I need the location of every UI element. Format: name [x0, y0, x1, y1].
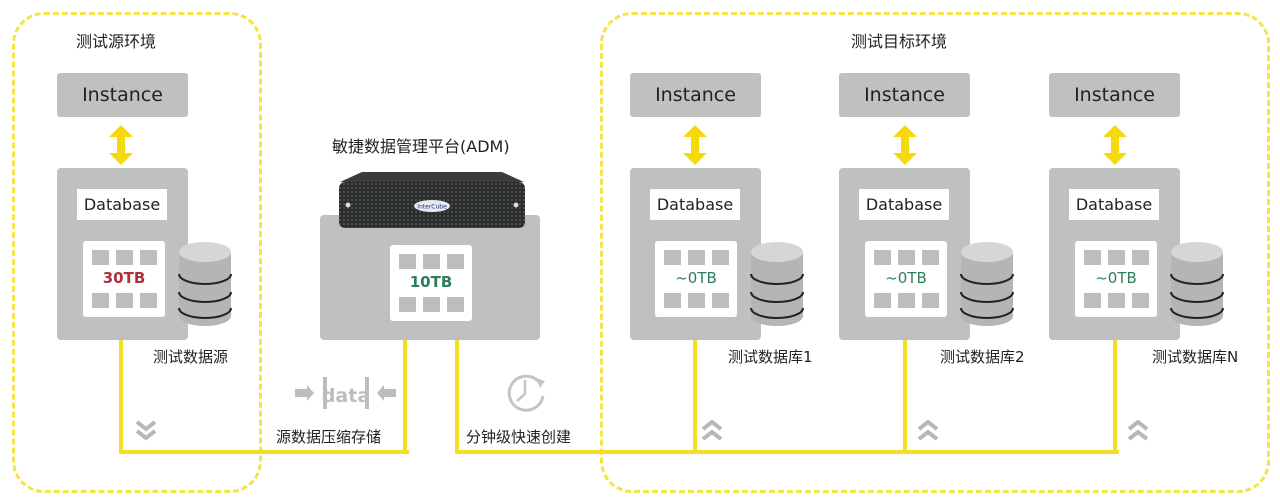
double-chevron-up-icon	[1127, 420, 1149, 441]
bidirectional-arrow-icon	[893, 125, 917, 165]
target-storage-grid-n: ~0TB	[1075, 241, 1157, 317]
target-caption-1: 测试数据库1	[728, 348, 813, 366]
target-link-n	[1113, 340, 1117, 454]
bidirectional-arrow-icon	[1103, 125, 1127, 165]
source-link-down	[119, 340, 123, 454]
database-label: Database	[859, 189, 949, 220]
data-icon-text: data	[322, 385, 370, 407]
double-chevron-up-icon	[917, 420, 939, 441]
double-chevron-down-icon	[135, 420, 157, 441]
target-storage-grid-2: ~0TB	[865, 241, 947, 317]
target-caption-2: 测试数据库2	[940, 348, 1025, 366]
data-compress-icon: data	[295, 377, 396, 409]
database-cylinder-icon	[750, 242, 804, 326]
target-instance-n: Instance	[1049, 73, 1180, 117]
target-instance-2: Instance	[839, 73, 970, 117]
double-chevron-up-icon	[701, 420, 723, 441]
database-cylinder-icon	[1170, 242, 1224, 326]
server-appliance-icon: InterCube	[339, 172, 525, 228]
database-cylinder-icon	[960, 242, 1014, 326]
target-size-value: ~0TB	[1095, 269, 1137, 287]
database-label: Database	[77, 189, 167, 220]
target-environment-title: 测试目标环境	[851, 32, 948, 51]
source-instance: Instance	[57, 73, 188, 117]
adm-link-out	[455, 340, 459, 454]
source-link-horizontal	[119, 450, 409, 454]
database-label: Database	[1069, 189, 1159, 220]
adm-title: 敏捷数据管理平台(ADM)	[332, 137, 510, 156]
database-cylinder-icon	[178, 242, 232, 326]
target-instance-1: Instance	[630, 73, 761, 117]
clock-refresh-icon	[507, 374, 545, 412]
source-size-value: 30TB	[102, 269, 146, 287]
instance-label: Instance	[655, 84, 736, 106]
target-link-2	[903, 340, 907, 454]
source-caption: 测试数据源	[153, 348, 229, 366]
target-size-value: ~0TB	[675, 269, 717, 287]
target-environment	[600, 12, 1270, 493]
bidirectional-arrow-icon	[109, 125, 133, 165]
target-caption-n: 测试数据库N	[1152, 348, 1239, 366]
target-storage-grid-1: ~0TB	[655, 241, 737, 317]
target-size-value: ~0TB	[885, 269, 927, 287]
bidirectional-arrow-icon	[683, 125, 707, 165]
instance-label: Instance	[864, 84, 945, 106]
target-link-1	[693, 340, 697, 454]
compress-storage-label: 源数据压缩存储	[276, 428, 382, 446]
server-brand-label: InterCube	[417, 204, 447, 211]
adm-size-value: 10TB	[409, 273, 453, 291]
source-environment	[12, 12, 262, 493]
instance-label: Instance	[82, 84, 163, 106]
fast-create-label: 分钟级快速创建	[466, 428, 572, 446]
target-link-horizontal	[455, 450, 1119, 454]
instance-label: Instance	[1074, 84, 1155, 106]
source-environment-title: 测试源环境	[76, 32, 157, 51]
database-label: Database	[650, 189, 740, 220]
adm-storage-grid: 10TB	[390, 245, 472, 321]
source-storage-grid: 30TB	[83, 241, 165, 317]
adm-link-in	[403, 340, 407, 454]
